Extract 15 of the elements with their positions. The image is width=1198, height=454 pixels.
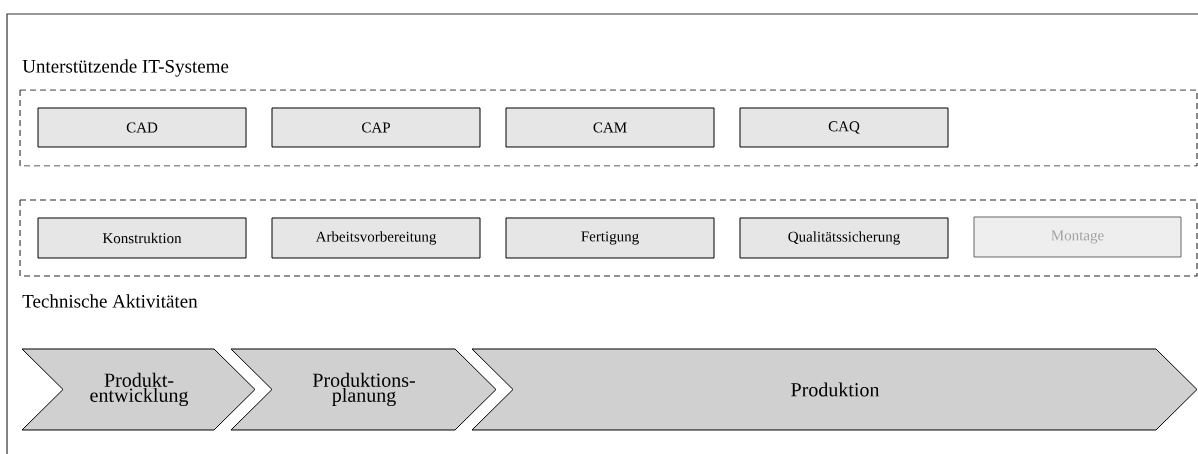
group-heading: Technische Aktivitäten — [22, 294, 198, 308]
label-box: Arbeitsvorbereitung — [271, 217, 481, 259]
label-box: CAD — [37, 107, 247, 148]
label-box: Konstruktion — [37, 217, 247, 259]
label-box: CAP — [271, 107, 481, 148]
label-box: Fertigung — [505, 217, 715, 259]
process-step: Produktion — [471, 348, 1198, 431]
process-step: Produktions- planung — [230, 348, 497, 431]
label-box: CAM — [505, 107, 715, 148]
group-heading: Unterstützende IT-Systeme — [22, 59, 229, 77]
label-box: Montage — [973, 216, 1182, 258]
label-box: CAQ — [739, 107, 949, 148]
process-step: Produkt- entwicklung — [21, 348, 256, 431]
label-box: Qualitätssicherung — [739, 217, 949, 259]
node-label: Produktion — [791, 382, 880, 397]
